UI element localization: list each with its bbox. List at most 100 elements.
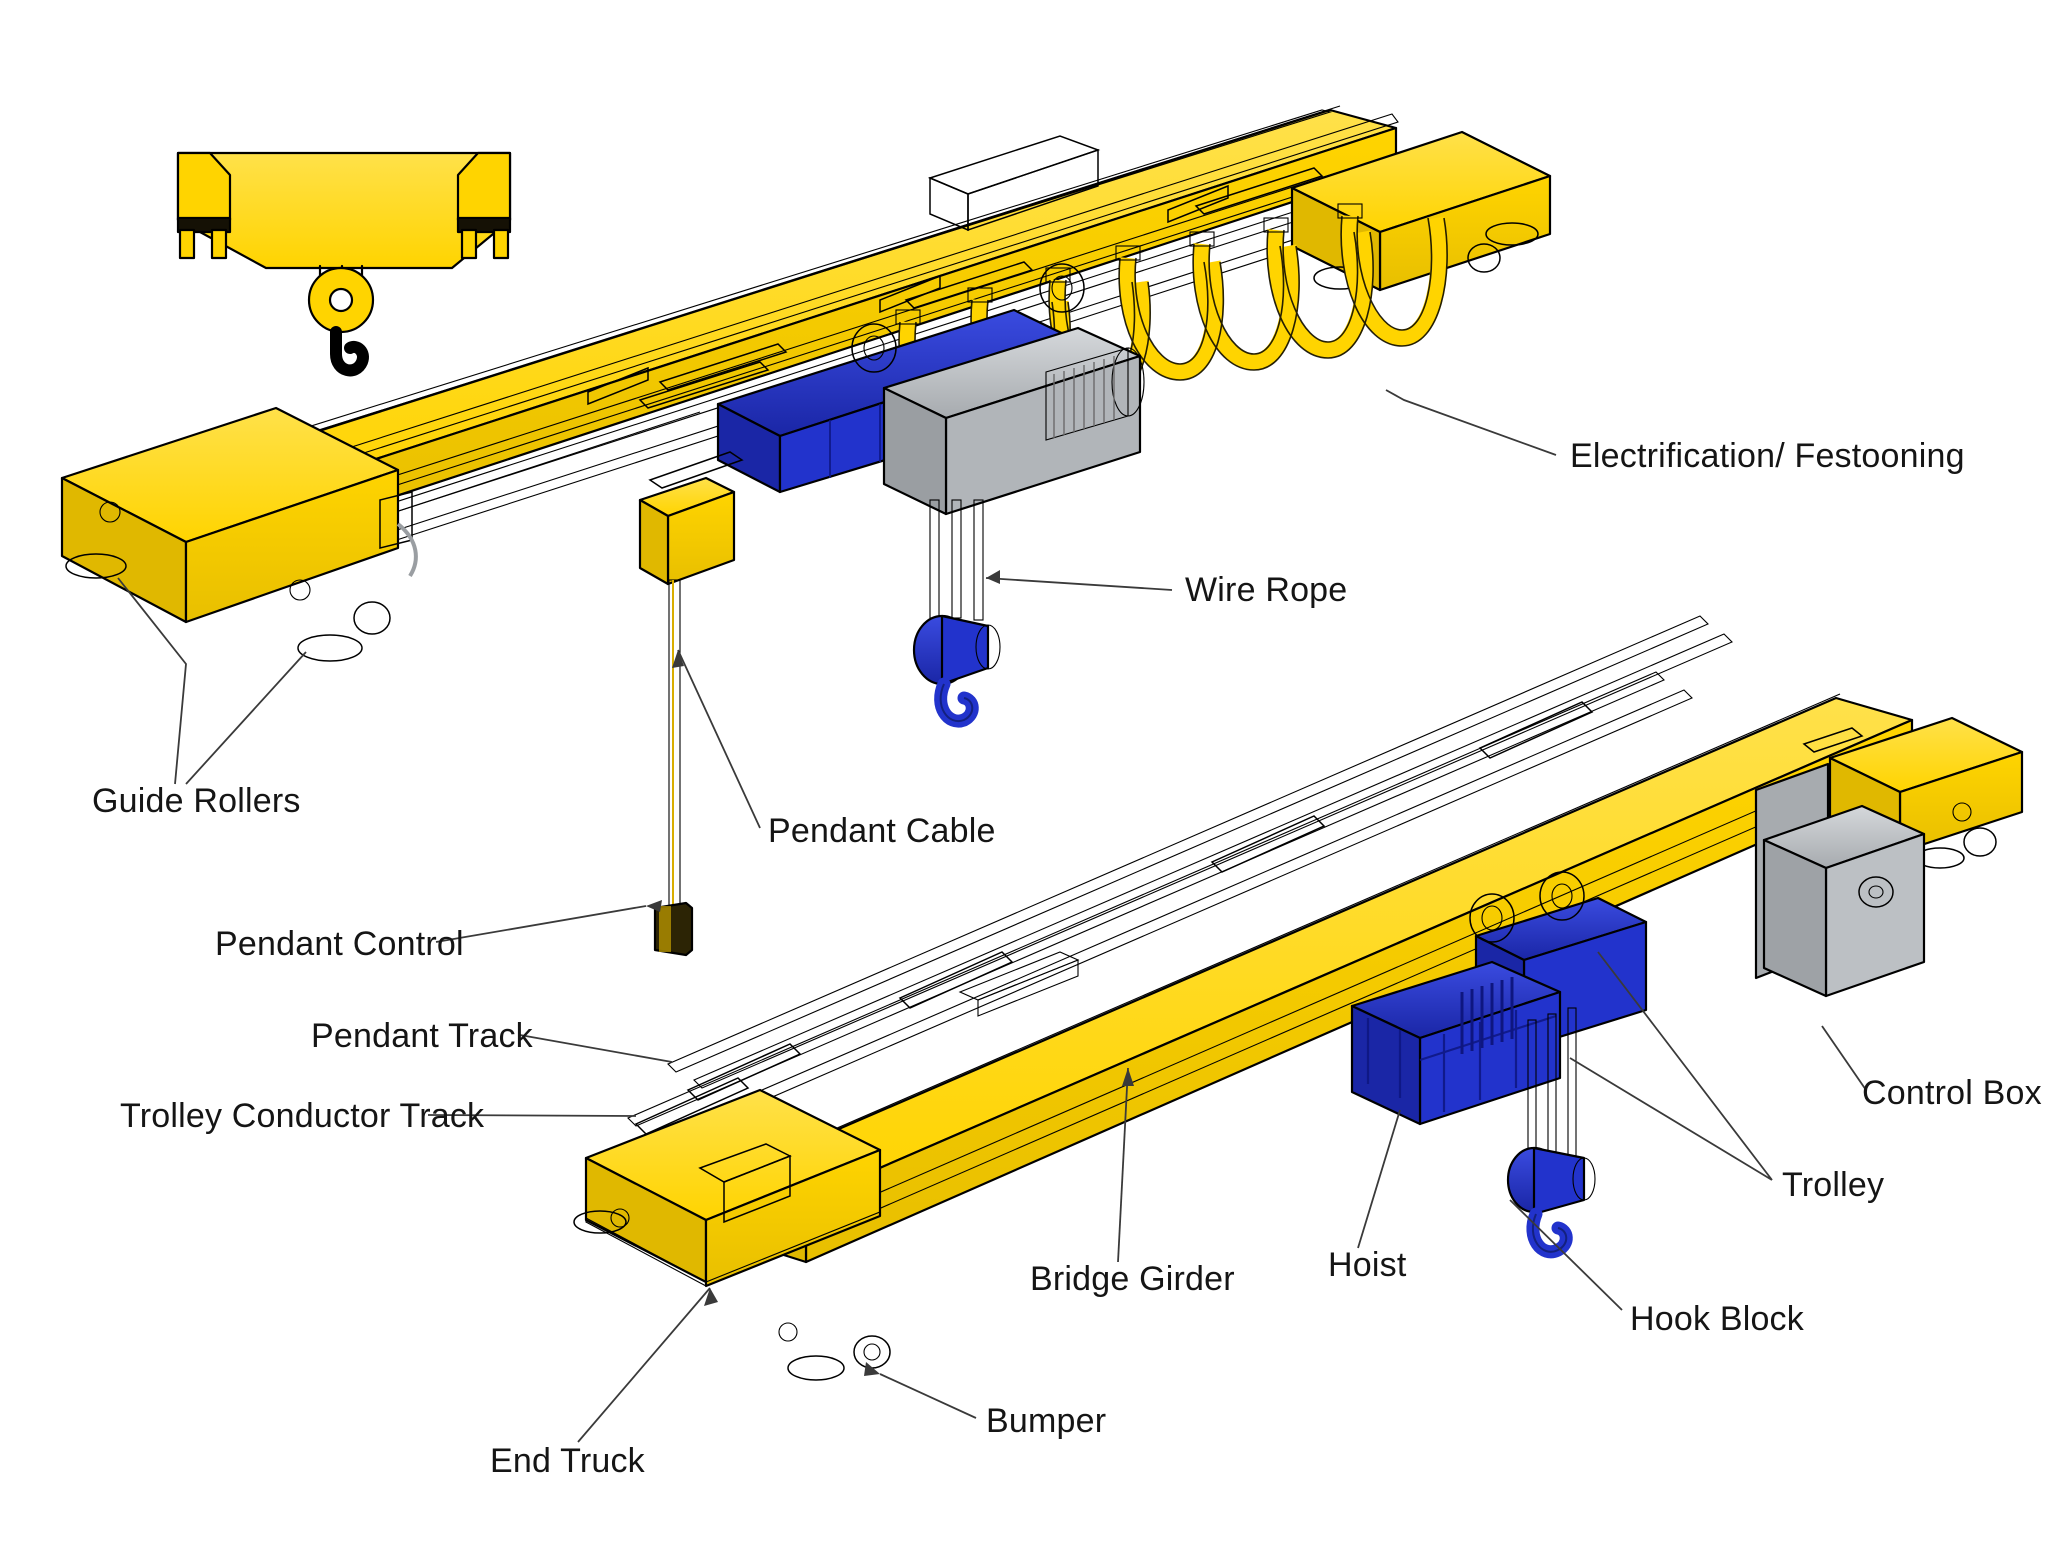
inset-end-truck-right (456, 151, 512, 222)
arrow-bumper (864, 1362, 880, 1376)
upper-guide-roller-right (297, 634, 363, 662)
upper-bracket-d (638, 361, 770, 409)
label-pendant-control: Pendant Control (215, 925, 464, 963)
inset-end-truck-left (176, 151, 232, 222)
leader-pendant-track (519, 1034, 673, 1063)
lower-girder-seam-2 (811, 757, 1915, 1239)
upper-trolley-wheels (851, 263, 1085, 373)
upper-rope-drum (1045, 347, 1145, 441)
lower-bracket-d (1478, 701, 1594, 759)
upper-left-truck-side (184, 468, 400, 624)
lower-hook-block (1506, 1146, 1596, 1259)
upper-drive-housing-end (929, 176, 969, 232)
leader-end-truck (577, 1287, 711, 1443)
lower-truck-roller-left (573, 1210, 627, 1234)
lower-bracket-e (634, 1077, 750, 1135)
inset-sheave-bore (328, 287, 354, 313)
upper-bracket-b (904, 261, 1034, 309)
upper-pendant-assembly (638, 451, 744, 957)
inset-wheel-right-b (492, 228, 510, 260)
lower-bracket-b (898, 951, 1014, 1009)
leader-hoist (1357, 1109, 1401, 1249)
upper-hook-block (912, 614, 1001, 728)
lower-trolley-wheel-b-hub (1551, 883, 1573, 909)
leader-pendant-control (435, 905, 647, 943)
upper-left-truck-wheel (353, 601, 391, 635)
upper-bracket-a (658, 343, 788, 391)
lower-truck-stub-side (723, 1154, 791, 1224)
lower-truck-roller-right (787, 1355, 845, 1381)
upper-bracket-c (1194, 167, 1324, 215)
label-electrification-festooning: Electrification/ Festooning (1570, 437, 1965, 475)
lower-hoist-panel-lines (1366, 1010, 1557, 1112)
upper-left-truck-cable (396, 522, 418, 578)
upper-drive-housing (927, 135, 1101, 232)
lower-right-truck-bolt (1952, 802, 1972, 822)
upper-left-truck-bolt-b (289, 579, 311, 601)
leader-electrification-festooning (1385, 389, 1557, 456)
inset-end-truck-left-base (176, 216, 232, 234)
leader-trolley (1569, 951, 1773, 1181)
label-trolley-conductor-track: Trolley Conductor Track (120, 1097, 485, 1135)
upper-right-guide-roller-b (1485, 222, 1539, 246)
arrow-pendant-cable (672, 650, 684, 668)
upper-girder-bottom-edge (261, 167, 1397, 541)
leader-pendant-cable (677, 649, 761, 829)
upper-right-truck-wheel (1467, 243, 1501, 273)
leader-bumper (879, 1373, 977, 1419)
upper-left-end-truck (60, 406, 418, 662)
lower-bracket-a (686, 1043, 802, 1101)
control-box-side (1762, 838, 1828, 998)
lower-crane-assembly (573, 615, 2024, 1381)
lower-truck-bolt-a (610, 1208, 630, 1228)
inset-hook (330, 326, 369, 377)
catwalk-rib-4 (1167, 184, 1229, 224)
leader-bridge-girder (1117, 1067, 1129, 1263)
inset-wheel-left-a (178, 228, 196, 260)
arrow-end-truck (704, 1288, 718, 1306)
lower-hoist-motor-fins (1460, 977, 1514, 1054)
label-hoist: Hoist (1328, 1246, 1407, 1284)
lower-truck-bolt-b (778, 1322, 798, 1342)
lower-bracket-c (1210, 815, 1326, 873)
upper-left-truck-bolt-a (99, 501, 121, 523)
lower-girder-machinery (958, 951, 1080, 1017)
upper-trolley-hoist (716, 263, 1145, 728)
arrow-wire-rope (986, 570, 1000, 584)
inset-wheel-left-b (210, 228, 228, 260)
festoon-carriers (895, 203, 1363, 325)
lower-trolley-wheel-a-hub (1481, 905, 1503, 931)
leader-arrowheads (646, 570, 1134, 1376)
upper-crane-assembly (60, 105, 1552, 957)
arrow-bridge-girder (1122, 1068, 1134, 1086)
pendant-control-face (659, 906, 671, 952)
label-end-truck: End Truck (490, 1442, 646, 1480)
leader-hook-block (1509, 1199, 1623, 1311)
lower-conductor-bar-1 (627, 671, 1665, 1127)
lower-pendant-track-rail (667, 615, 1709, 1073)
festoon-loop-4 (1340, 215, 1448, 347)
lower-end-truck (573, 1088, 891, 1381)
lower-trolley-wheel-b (1539, 871, 1585, 921)
pendant-hanger-bracket (648, 451, 744, 489)
callout-leaders (117, 389, 1867, 1443)
lower-girder-top-hl (739, 693, 1841, 1171)
catwalk-rib-2 (587, 366, 649, 406)
label-guide-rollers: Guide Rollers (92, 782, 301, 820)
inset-wheel-right-a (460, 228, 478, 260)
label-bridge-girder: Bridge Girder (1030, 1260, 1235, 1298)
label-wire-rope: Wire Rope (1185, 571, 1347, 609)
lower-rail-brackets (634, 701, 1594, 1135)
label-pendant-cable: Pendant Cable (768, 812, 996, 850)
leader-control-box (1821, 1025, 1867, 1091)
end-truck-bumper-face (863, 1343, 881, 1361)
lower-trolley-hoist (1350, 871, 1648, 1259)
callout-labels: Electrification/ Festooning Wire Rope Gu… (92, 437, 2042, 1480)
control-box-disconnect-handle[interactable] (1858, 876, 1894, 908)
lower-truck-bottom-edge (585, 1211, 881, 1287)
label-bumper: Bumper (986, 1402, 1106, 1440)
label-hook-block: Hook Block (1630, 1300, 1805, 1338)
lower-trolley-wheel-a (1469, 893, 1515, 943)
